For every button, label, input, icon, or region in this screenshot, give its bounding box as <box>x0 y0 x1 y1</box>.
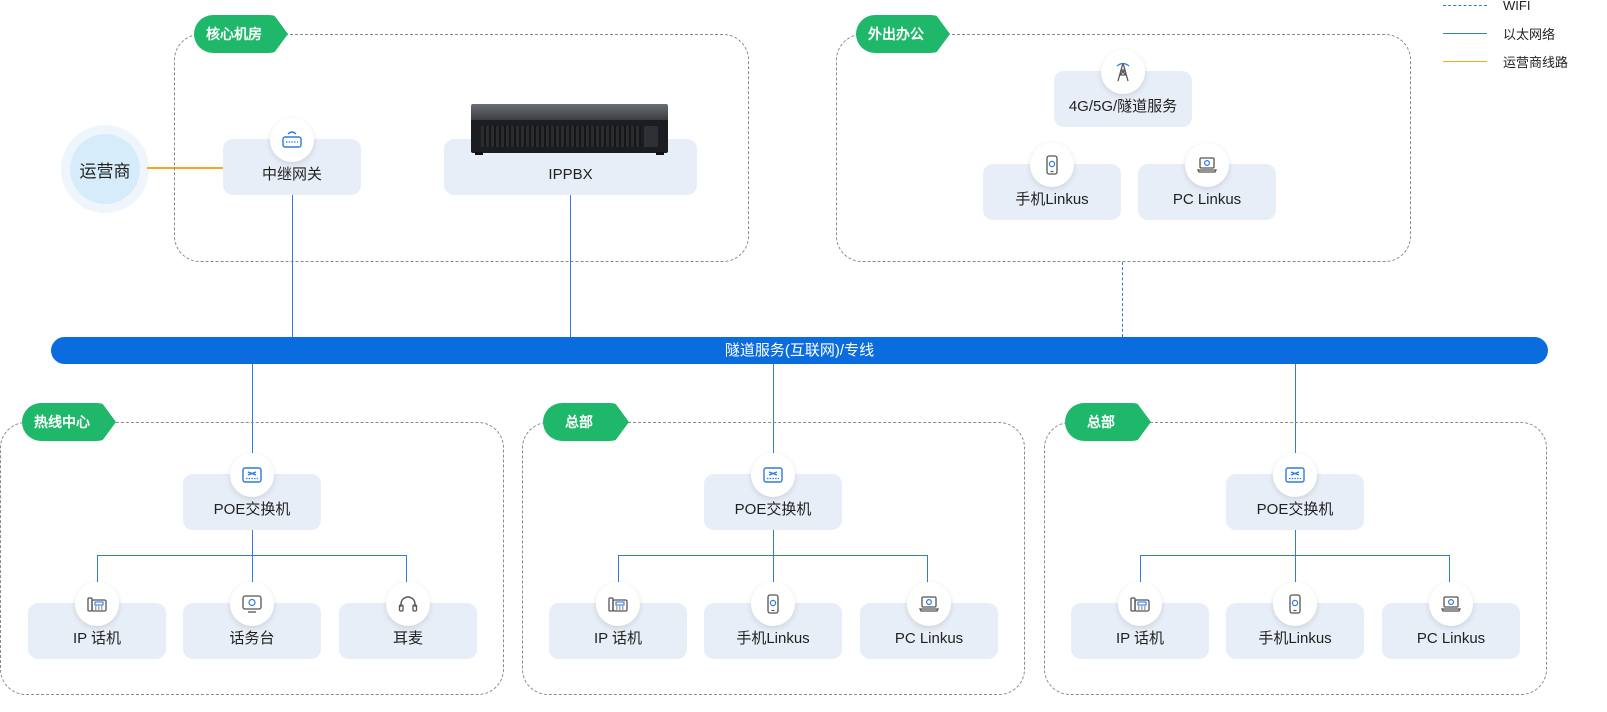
tower-icon <box>1101 50 1145 94</box>
legend-dashed-line <box>1443 5 1487 6</box>
carrier-label: 运营商 <box>79 161 131 181</box>
node-label: PC Linkus <box>1416 630 1486 647</box>
legend-carrier: 运营商线路 <box>1443 52 1569 71</box>
node-label: IP 话机 <box>593 630 643 647</box>
zone-hq-2 <box>1044 422 1547 695</box>
ethernet-link <box>773 530 774 603</box>
gateway-icon <box>270 118 314 162</box>
zone-tag-hq-1: 总部 <box>543 403 629 441</box>
node-label: IPPBX <box>548 166 593 183</box>
ip-phone-icon <box>75 582 119 626</box>
carrier-line <box>147 167 224 169</box>
ethernet-link <box>1140 555 1141 603</box>
zone-tag-hq-2: 总部 <box>1065 403 1151 441</box>
switch-icon <box>1273 453 1317 497</box>
ip-phone-icon <box>1118 582 1162 626</box>
ethernet-branch <box>97 555 407 556</box>
laptop-icon <box>907 582 951 626</box>
ethernet-branch <box>1140 555 1450 556</box>
zone-remote <box>836 34 1411 262</box>
legend-label: WIFI <box>1503 0 1531 13</box>
ethernet-link <box>1295 530 1296 603</box>
mobile-icon <box>751 582 795 626</box>
legend-orange-line <box>1443 61 1487 62</box>
switch-icon <box>230 453 274 497</box>
legend-label: 运营商线路 <box>1503 55 1569 70</box>
console-icon <box>230 582 274 626</box>
tunnel-bus: 隧道服务(互联网)/专线 <box>51 337 1548 364</box>
node-label: POE交换机 <box>213 501 291 518</box>
ethernet-link-hq2 <box>1295 364 1296 474</box>
legend-ethernet: 以太网络 <box>1443 24 1556 43</box>
node-label: IP 话机 <box>72 630 122 647</box>
node-label: 手机Linkus <box>1015 191 1089 208</box>
legend-label: 以太网络 <box>1503 27 1556 42</box>
node-pc-linkus[interactable]: PC Linkus <box>1138 164 1276 220</box>
node-label: POE交换机 <box>734 501 812 518</box>
wifi-link-remote <box>1122 262 1123 337</box>
carrier-node[interactable]: 运营商 <box>70 134 140 204</box>
node-label: IP 话机 <box>1115 630 1165 647</box>
legend-solid-line <box>1443 33 1487 34</box>
mobile-icon <box>1030 143 1074 187</box>
headset-icon <box>386 582 430 626</box>
node-label: PC Linkus <box>1172 191 1242 208</box>
ethernet-link <box>1449 555 1450 603</box>
zone-tag-hotline: 热线中心 <box>22 403 116 441</box>
zone-tag-remote: 外出办公 <box>856 15 950 53</box>
node-label: 4G/5G/隧道服务 <box>1068 98 1178 115</box>
ethernet-link-ippbx <box>570 195 571 337</box>
ethernet-link <box>406 555 407 603</box>
node-ip-phone[interactable]: IP 话机 <box>28 603 166 659</box>
node-label: 中继网关 <box>261 166 322 183</box>
ethernet-link <box>252 530 253 603</box>
ethernet-link <box>97 555 98 603</box>
zone-hotline <box>0 422 504 695</box>
ethernet-link-hotline <box>252 364 253 474</box>
zone-tag-core: 核心机房 <box>194 15 288 53</box>
zone-hq-1 <box>522 422 1025 695</box>
ethernet-branch <box>618 555 928 556</box>
node-mobile-linkus[interactable]: 手机Linkus <box>1226 603 1364 659</box>
laptop-icon <box>1185 143 1229 187</box>
node-label: PC Linkus <box>894 630 964 647</box>
ethernet-link <box>618 555 619 603</box>
ethernet-link-hq1 <box>773 364 774 474</box>
node-label: 话务台 <box>229 630 275 647</box>
ethernet-link-gateway <box>292 195 293 337</box>
zone-core <box>174 34 749 262</box>
node-label: 手机Linkus <box>1258 630 1332 647</box>
node-label: POE交换机 <box>1256 501 1334 518</box>
ethernet-link <box>927 555 928 603</box>
mobile-icon <box>1273 582 1317 626</box>
legend-wifi: WIFI <box>1443 0 1531 13</box>
laptop-icon <box>1429 582 1473 626</box>
bus-label: 隧道服务(互联网)/专线 <box>724 342 875 359</box>
ip-phone-icon <box>596 582 640 626</box>
node-label: 手机Linkus <box>736 630 810 647</box>
server-rack-image <box>471 104 668 155</box>
switch-icon <box>751 453 795 497</box>
node-label: 耳麦 <box>392 630 423 647</box>
